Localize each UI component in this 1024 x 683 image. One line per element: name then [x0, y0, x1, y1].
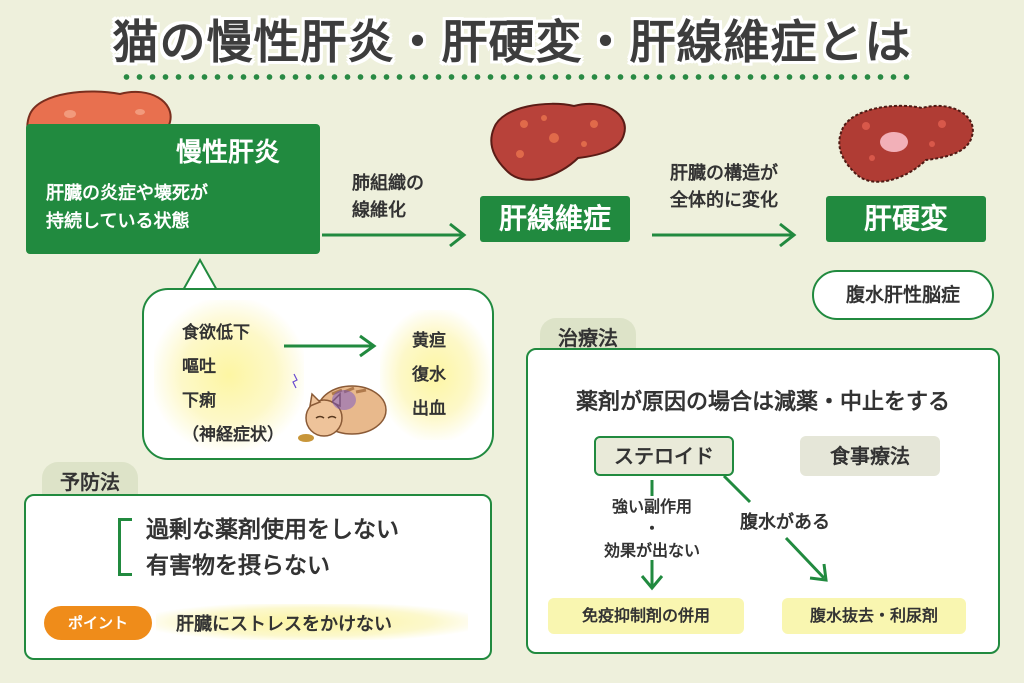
arrow1-label: 肺組織の 線維化 — [352, 170, 424, 224]
chronic-hepatitis-title: 慢性肝炎 — [176, 138, 281, 168]
cirrhosis-box: 肝硬変 — [826, 196, 986, 242]
prevention-list: 過剰な薬剤使用をしない 有害物を摂らない — [146, 512, 399, 584]
symptom-neurological: （神経症状） — [182, 425, 284, 445]
prevention-panel: 過剰な薬剤使用をしない 有害物を摂らない ポイント 肝臓にストレスをかけない — [24, 494, 492, 660]
hepatitis-desc-line2: 持続している状態 — [46, 211, 190, 232]
early-symptoms-list: 食欲低下 嘔吐 下痢 （神経症状） — [182, 316, 284, 452]
tab-treatment: 治療法 — [540, 318, 636, 352]
arrow2-label-line1: 肝臓の構造が — [670, 163, 778, 184]
point-badge: ポイント — [44, 606, 152, 640]
arrow1-label-line2: 線維化 — [352, 200, 406, 221]
arrow2-label-line2: 全体的に変化 — [670, 190, 778, 211]
symptom-ascites: 復水 — [412, 365, 446, 385]
cirrhotic-liver-icon — [838, 104, 974, 183]
treatment-lead: 薬剤が原因の場合は減薬・中止をする — [575, 390, 950, 415]
chronic-hepatitis-box: 慢性肝炎 肝臓の炎症や壊死が 持続している状態 — [26, 124, 320, 254]
symptom-bleeding: 出血 — [412, 399, 446, 419]
diet-therapy-box: 食事療法 — [800, 436, 940, 476]
symptom-appetite-loss: 食欲低下 — [182, 323, 250, 343]
hepatitis-desc-line1: 肝臓の炎症や壊死が — [46, 183, 208, 204]
condition-left-line2: 効果が出ない — [603, 541, 700, 560]
complication-oval: 腹水肝性脳症 — [812, 270, 994, 320]
symptom-jaundice: 黄疸 — [412, 331, 446, 351]
condition-left: 強い副作用 ・ 効果が出ない — [588, 496, 716, 562]
condition-right: 腹水がある — [740, 512, 830, 533]
arrow-right-icon-3 — [284, 334, 377, 358]
result-ascites-removal: 腹水抜去・利尿剤 — [782, 598, 966, 634]
result-immunosuppressant: 免疫抑制剤の併用 — [548, 598, 744, 634]
symptom-vomiting: 嘔吐 — [182, 357, 216, 377]
treatment-panel: 薬剤が原因の場合は減薬・中止をする ステロイド 食事療法 強い副作用 ・ 効果が… — [526, 348, 1000, 654]
liver-fibrosis-box: 肝線維症 — [480, 196, 630, 242]
condition-left-line1: 強い副作用 — [611, 497, 692, 516]
prevention-item-2: 有害物を摂らない — [146, 553, 330, 579]
page-title: 猫の慢性肝炎・肝硬変・肝線維症とは — [112, 15, 912, 69]
prevention-bracket — [118, 518, 132, 576]
arrow-right-icon — [322, 222, 467, 248]
steroid-box: ステロイド — [594, 436, 734, 476]
prevention-item-1: 過剰な薬剤使用をしない — [146, 517, 399, 543]
sick-cat-icon — [292, 373, 387, 442]
tab-prevention: 予防法 — [42, 462, 138, 496]
treatment-arrows — [640, 474, 828, 591]
bubble-pointer — [180, 258, 220, 292]
symptom-diarrhea: 下痢 — [182, 391, 216, 411]
arrow-right-icon-2 — [652, 222, 797, 248]
point-text: 肝臓にストレスをかけない — [176, 614, 392, 635]
condition-left-separator: ・ — [643, 519, 660, 538]
chronic-hepatitis-description: 肝臓の炎症や壊死が 持続している状態 — [46, 180, 208, 236]
title-underline-dots — [120, 74, 910, 80]
arrow1-label-line1: 肺組織の — [352, 173, 424, 194]
symptoms-bubble: 食欲低下 嘔吐 下痢 （神経症状） 黄疸 復水 出血 — [142, 288, 494, 460]
fibrotic-liver-icon — [490, 102, 626, 181]
late-symptoms-list: 黄疸 復水 出血 — [412, 324, 446, 426]
arrow2-label: 肝臓の構造が 全体的に変化 — [670, 160, 778, 214]
